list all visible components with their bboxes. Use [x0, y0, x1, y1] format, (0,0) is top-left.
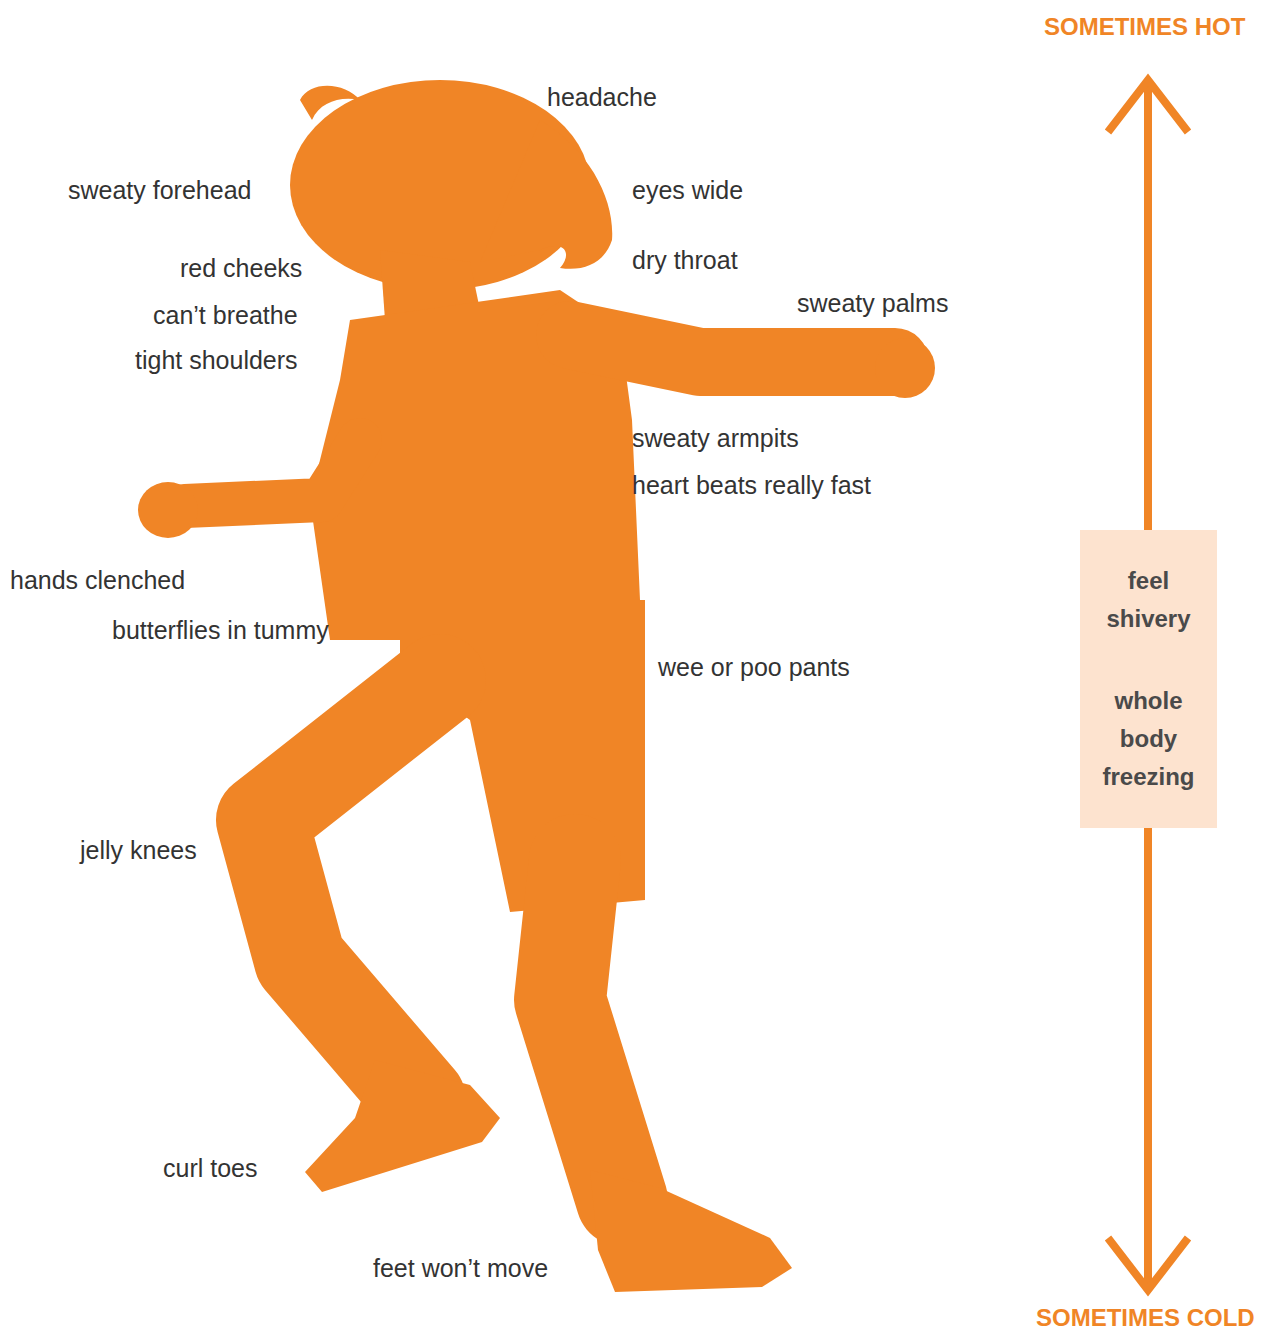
hair-tuft — [300, 86, 360, 120]
symptom-label: can’t breathe — [153, 300, 298, 330]
symptom-label: jelly knees — [80, 835, 197, 865]
arrow-head-top — [1108, 80, 1188, 132]
right-foot — [590, 1170, 792, 1292]
left-fist — [138, 482, 198, 538]
symptom-label: wee or poo pants — [658, 652, 850, 682]
right-arm — [570, 335, 895, 362]
band-text: feel shivery — [1094, 562, 1203, 638]
symptom-label: tight shoulders — [135, 345, 298, 375]
symptom-label: feet won’t move — [373, 1253, 548, 1283]
symptom-label: butterflies in tummy — [112, 615, 329, 645]
scale-label: SOMETIMES COLD — [1036, 1303, 1255, 1333]
symptom-label: heart beats really fast — [632, 470, 871, 500]
symptom-label: hands clenched — [10, 565, 185, 595]
symptom-label: curl toes — [163, 1153, 257, 1183]
ponytail — [480, 120, 612, 269]
symptom-label: dry throat — [632, 245, 738, 275]
symptom-label: headache — [547, 82, 657, 112]
right-leg — [560, 860, 622, 1200]
arrow-head-bottom — [1108, 1238, 1188, 1290]
scale-label: SOMETIMES HOT — [1044, 12, 1245, 42]
symptom-label: red cheeks — [180, 253, 302, 283]
child-limbs — [185, 335, 895, 1200]
left-leg — [262, 680, 440, 1100]
left-foot — [305, 1060, 500, 1192]
left-arm — [185, 440, 360, 506]
symptom-label: sweaty armpits — [632, 423, 799, 453]
symptom-label: sweaty palms — [797, 288, 948, 318]
symptom-label: sweaty forehead — [68, 175, 251, 205]
band-text: whole body freezing — [1094, 682, 1203, 796]
child-extremities — [138, 338, 935, 1292]
temperature-band: feel shivery whole body freezing — [1080, 530, 1217, 828]
right-fist — [875, 338, 935, 398]
symptom-label: eyes wide — [632, 175, 743, 205]
